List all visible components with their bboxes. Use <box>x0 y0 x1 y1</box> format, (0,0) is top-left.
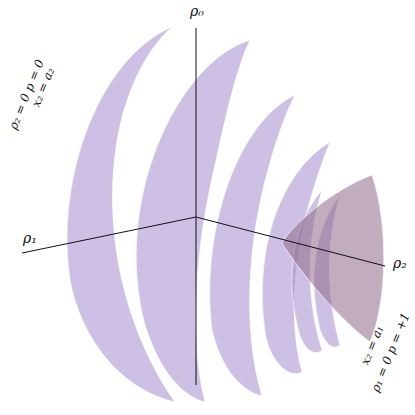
axis-line <box>22 217 196 253</box>
axis-label: ρ₁ <box>23 231 37 246</box>
axis-line <box>196 28 197 385</box>
shell-surface <box>282 175 384 342</box>
axis-label: ρ₂ <box>393 256 407 271</box>
axis-line <box>196 217 385 266</box>
axis-label: ρ₀ <box>190 4 204 19</box>
